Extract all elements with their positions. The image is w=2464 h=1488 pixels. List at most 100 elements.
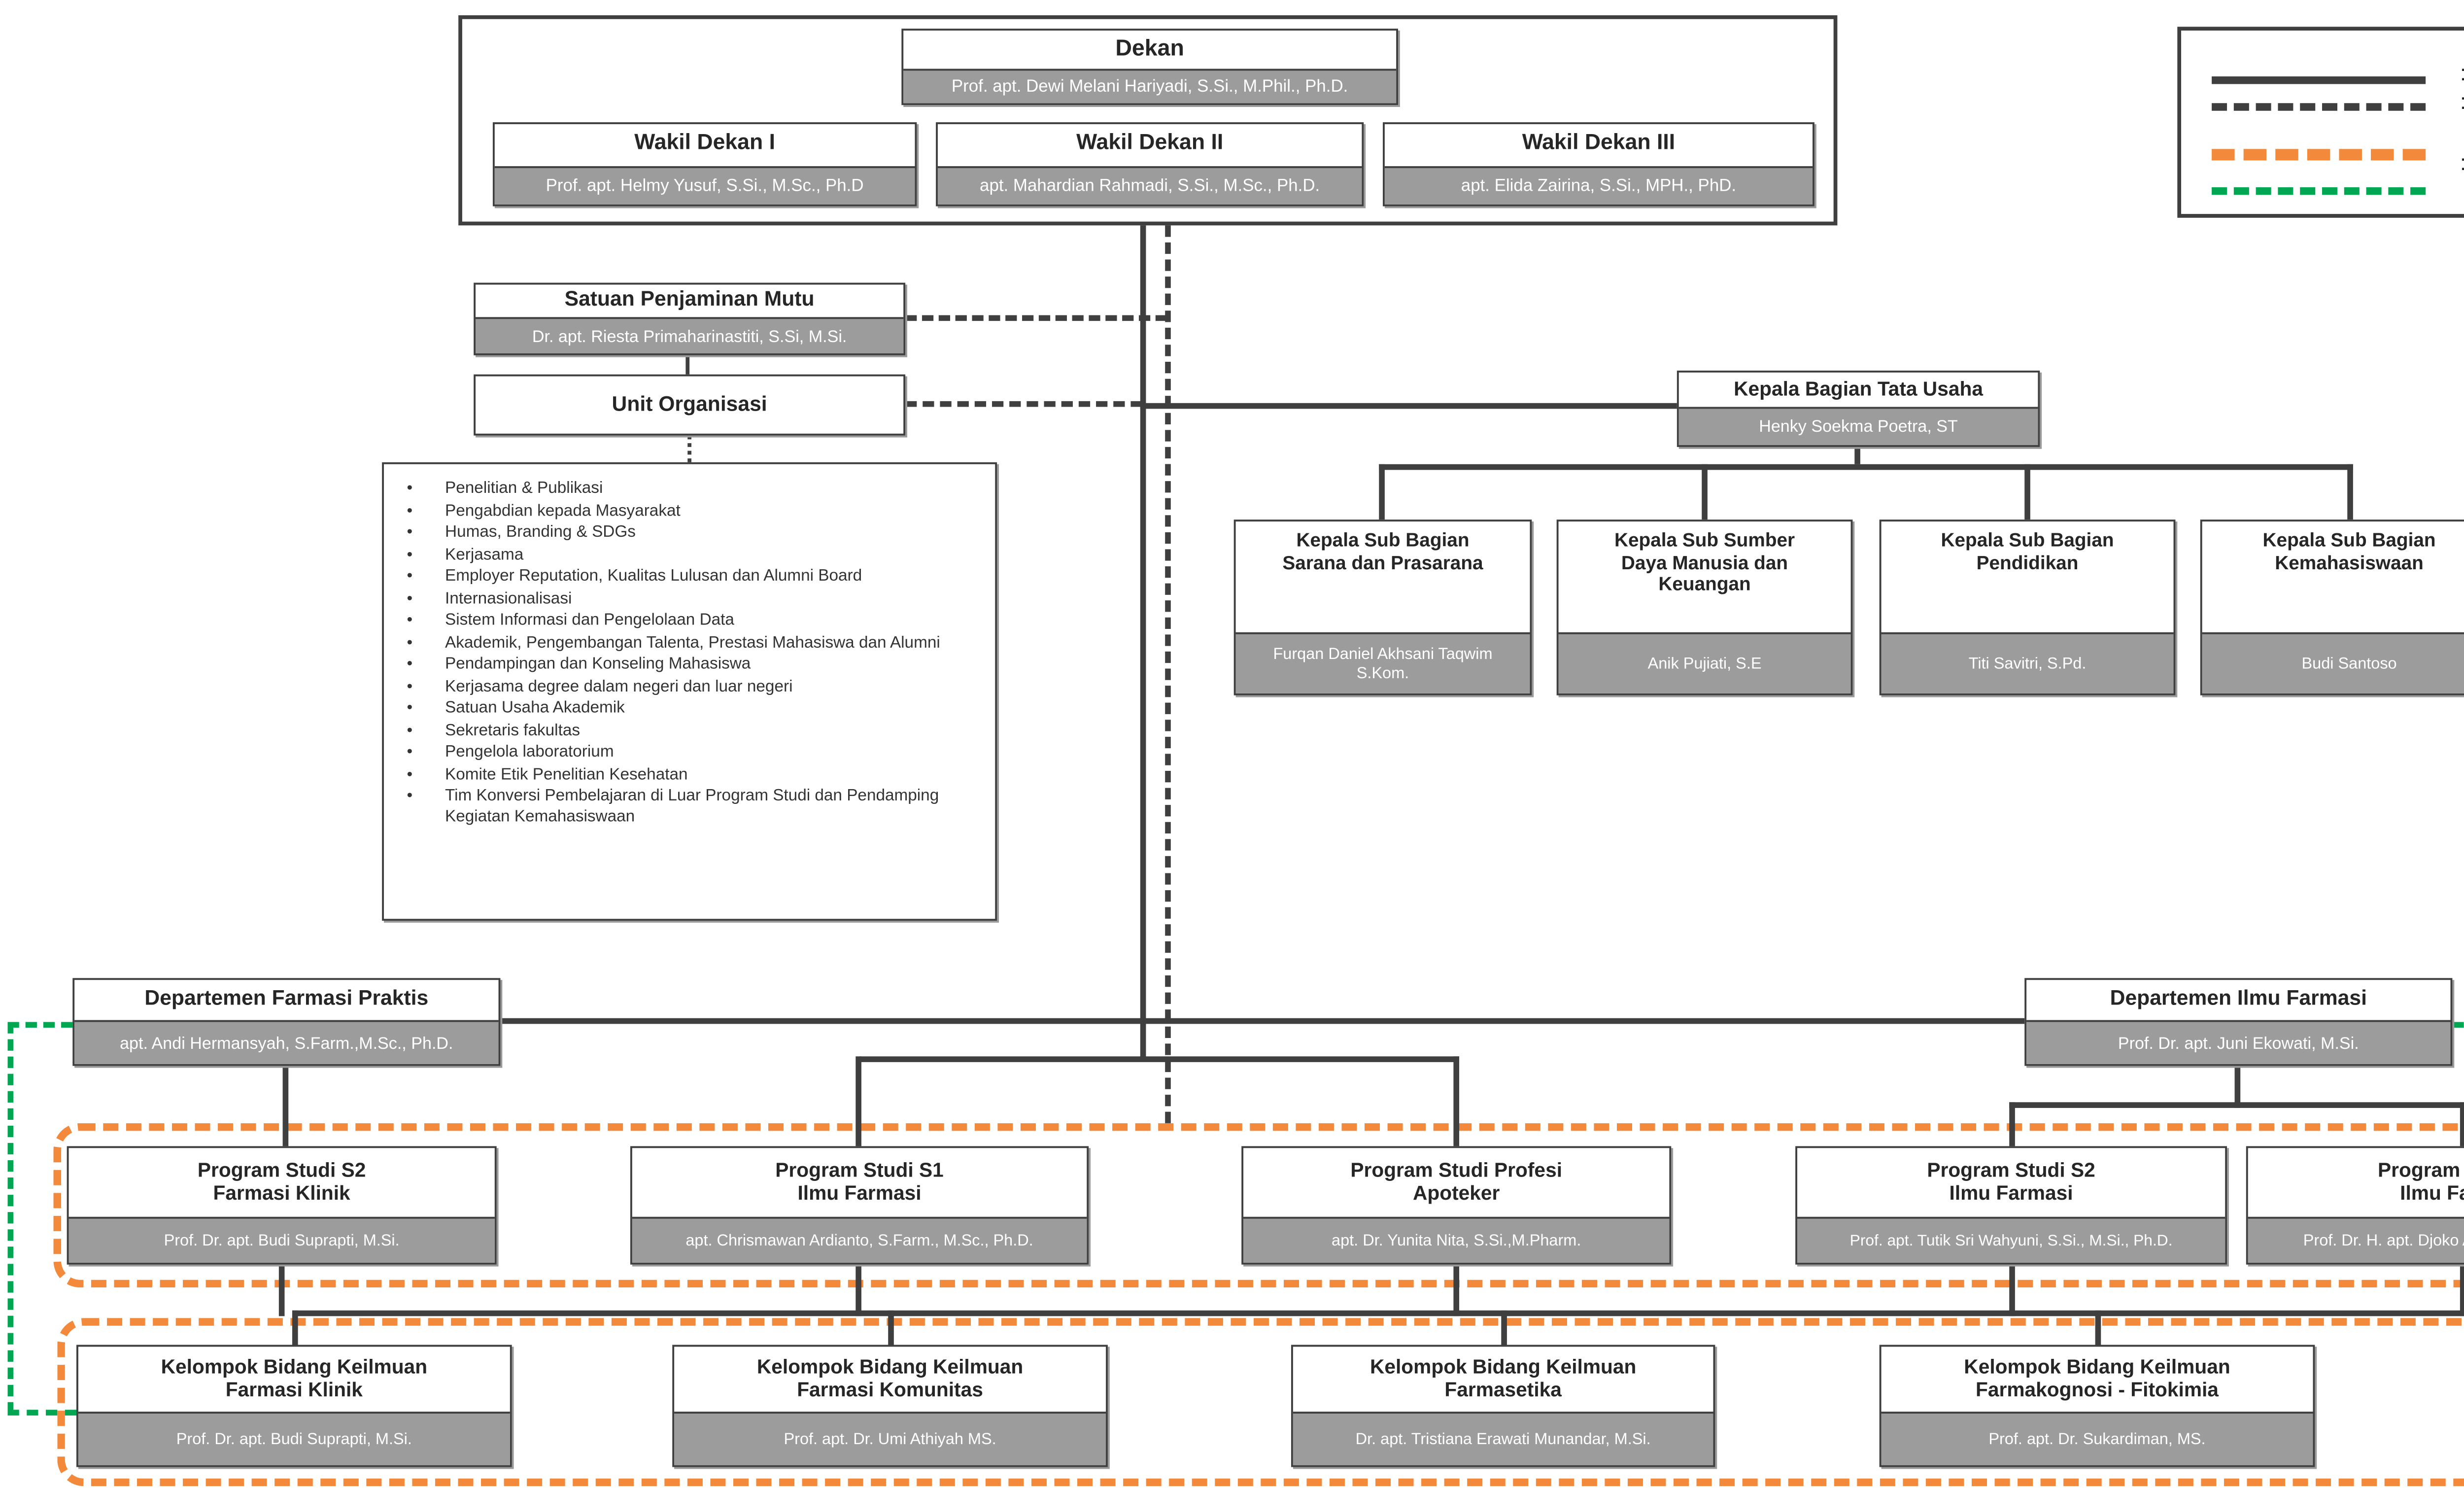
node-satuan-penjaminan-mutu: Satuan Penjaminan Mutu Dr. apt. Riesta P… xyxy=(474,282,906,355)
unit-organisasi-item: Sekretaris fakultas xyxy=(384,719,984,740)
node-sub-bagian-sarana-prasarana: Kepala Sub Bagian Sarana dan Prasarana F… xyxy=(1233,519,1532,695)
uo-list-dotted-connector xyxy=(687,435,692,462)
prodi-1-title: Program Studi S2 Farmasi Klinik xyxy=(197,1159,366,1206)
wakil-dekan-3-name: apt. Elida Zairina, S.Si., MPH., PhD. xyxy=(1384,166,1813,205)
unit-organisasi-item: Komite Etik Penelitian Kesehatan xyxy=(384,763,984,784)
connector-sub-drop-2 xyxy=(1702,464,1708,520)
unit-organisasi-list-box: Penelitian & Publikasi Pengabdian kepada… xyxy=(382,462,997,921)
connector-sub-drop-1 xyxy=(1379,464,1385,520)
node-unit-organisasi: Unit Organisasi xyxy=(474,374,906,436)
wakil-dekan-1-name: Prof. apt. Helmy Yusuf, S.Si., M.Sc., Ph… xyxy=(494,166,915,205)
green-left-vertical xyxy=(7,1022,14,1414)
node-dekan: Dekan Prof. apt. Dewi Melani Hariyadi, S… xyxy=(901,29,1399,105)
unit-organisasi-item: Sistem Informasi dan Pengelolaan Data xyxy=(384,609,984,630)
connector-main-vertical xyxy=(1140,225,1146,1061)
legend-label-instruksi: : Instruksi xyxy=(2460,63,2464,86)
kbk-1-name: Prof. Dr. apt. Budi Suprapti, M.Si. xyxy=(78,1412,510,1465)
node-kbk-farmasetika: Kelompok Bidang Keilmuan Farmasetika Dr.… xyxy=(1291,1345,1715,1467)
green-left-top-horizontal xyxy=(7,1022,73,1028)
node-kbk-farmasi-klinik: Kelompok Bidang Keilmuan Farmasi Klinik … xyxy=(76,1345,512,1467)
kbk-3-name: Dr. apt. Tristiana Erawati Munandar, M.S… xyxy=(1293,1412,1713,1465)
connector-prodi-s1-drop xyxy=(856,1056,861,1146)
legend-dashed-line-swatch xyxy=(2212,103,2426,111)
node-kbk-farmakognosi-fitokimia: Kelompok Bidang Keilmuan Farmakognosi - … xyxy=(1879,1345,2315,1467)
connector-departemen-horizontal xyxy=(500,1018,2025,1024)
sub-bagian-4-name: Budi Santoso xyxy=(2202,632,2464,693)
connector-sub-drop-4 xyxy=(2347,464,2353,520)
connector-dept2-stem xyxy=(2234,1066,2241,1108)
tata-usaha-title: Kepala Bagian Tata Usaha xyxy=(1734,378,1984,401)
connector-sub-rail xyxy=(1379,464,2353,470)
node-wakil-dekan-1: Wakil Dekan I Prof. apt. Helmy Yusuf, S.… xyxy=(492,122,917,207)
legend-box: : Instruksi : Koordinasi : Koordinasi da… xyxy=(2177,27,2464,218)
prodi-2-name: apt. Chrismawan Ardianto, S.Farm., M.Sc.… xyxy=(632,1216,1087,1263)
kbk-2-title: Kelompok Bidang Keilmuan Farmasi Komunit… xyxy=(756,1356,1024,1402)
satuan-penjaminan-mutu-name: Dr. apt. Riesta Primaharinastiti, S.Si, … xyxy=(476,317,904,354)
connector-central-prodi-rail xyxy=(859,1056,1460,1062)
connector-tata-usaha-horizontal xyxy=(1140,403,1681,409)
dekan-title: Dekan xyxy=(1115,35,1184,62)
koordinasi-uo-dashed xyxy=(905,401,1142,407)
legend-orange-dotted-swatch xyxy=(2212,149,2426,161)
unit-organisasi-item: Pengabdian kepada Masyarakat xyxy=(384,499,984,520)
unit-organisasi-item: Kerjasama xyxy=(384,544,984,565)
connector-prodi-s2if-drop xyxy=(2009,1102,2015,1146)
sub-bagian-1-title: Kepala Sub Bagian Sarana dan Prasarana xyxy=(1282,531,1483,574)
unit-organisasi-item: Pendampingan dan Konseling Mahasiswa xyxy=(384,653,984,674)
connector-kbk3-drop xyxy=(1501,1310,1507,1345)
node-wakil-dekan-2: Wakil Dekan II apt. Mahardian Rahmadi, S… xyxy=(936,122,1364,207)
connector-tata-usaha-drop xyxy=(1854,447,1860,464)
unit-organisasi-item: Internasionalisasi xyxy=(384,588,984,609)
connector-prodi2-riser xyxy=(856,1264,861,1316)
sub-bagian-1-name: Furqan Daniel Akhsani Taqwim S.Kom. xyxy=(1235,632,1530,693)
connector-dept2-rail xyxy=(2009,1102,2464,1108)
unit-organisasi-item: Employer Reputation, Kualitas Lulusan da… xyxy=(384,565,984,587)
dekan-name: Prof. apt. Dewi Melani Hariyadi, S.Si., … xyxy=(903,69,1397,104)
sub-bagian-3-name: Titi Savitri, S.Pd. xyxy=(1881,632,2174,693)
sub-bagian-4-title: Kepala Sub Bagian Kemahasiswaan xyxy=(2262,531,2436,574)
unit-organisasi-item: Penelitian & Publikasi xyxy=(384,478,984,499)
node-prodi-s2-farmasi-klinik: Program Studi S2 Farmasi Klinik Prof. Dr… xyxy=(67,1146,497,1265)
unit-organisasi-item: Kerjasama degree dalam negeri dan luar n… xyxy=(384,675,984,696)
koordinasi-spm-dashed xyxy=(905,315,1167,321)
connector-kbk1-drop xyxy=(292,1310,298,1345)
departemen-2-title: Departemen Ilmu Farmasi xyxy=(2110,988,2367,1011)
prodi-5-title: Program Studi S3 Ilmu Farmasi xyxy=(2378,1159,2464,1206)
connector-kbk4-drop xyxy=(2095,1310,2101,1345)
prodi-4-name: Prof. apt. Tutik Sri Wahyuni, S.Si., M.S… xyxy=(1797,1216,2225,1263)
unit-organisasi-item: Tim Konversi Pembelajaran di Luar Progra… xyxy=(384,785,984,827)
connector-spm-uo xyxy=(685,355,690,375)
sub-bagian-3-title: Kepala Sub Bagian Pendidikan xyxy=(1941,531,2114,574)
node-prodi-s3-ilmu-farmasi: Program Studi S3 Ilmu Farmasi Prof. Dr. … xyxy=(2246,1146,2464,1265)
connector-kbk2-drop xyxy=(888,1310,894,1345)
wakil-dekan-2-title: Wakil Dekan II xyxy=(1076,132,1224,156)
departemen-2-name: Prof. Dr. apt. Juni Ekowati, M.Si. xyxy=(2026,1020,2451,1064)
koordinasi-frame-program-studi xyxy=(53,1123,2464,1288)
unit-organisasi-item: Humas, Branding & SDGs xyxy=(384,521,984,543)
node-prodi-profesi-apoteker: Program Studi Profesi Apoteker apt. Dr. … xyxy=(1241,1146,1672,1265)
satuan-penjaminan-mutu-title: Satuan Penjaminan Mutu xyxy=(564,288,815,312)
tata-usaha-name: Henky Soekma Poetra, ST xyxy=(1678,407,2038,446)
node-prodi-s2-ilmu-farmasi: Program Studi S2 Ilmu Farmasi Prof. apt.… xyxy=(1795,1146,2227,1265)
prodi-5-name: Prof. Dr. H. apt. Djoko Agus Purwanto., … xyxy=(2248,1216,2464,1263)
wakil-dekan-1-title: Wakil Dekan I xyxy=(634,132,775,156)
connector-prodi1-riser xyxy=(278,1264,285,1316)
prodi-4-title: Program Studi S2 Ilmu Farmasi xyxy=(1927,1159,2095,1206)
node-kbk-farmasi-komunitas: Kelompok Bidang Keilmuan Farmasi Komunit… xyxy=(672,1345,1108,1467)
prodi-1-name: Prof. Dr. apt. Budi Suprapti, M.Si. xyxy=(68,1216,495,1263)
wakil-dekan-2-name: apt. Mahardian Rahmadi, S.Si., M.Sc., Ph… xyxy=(937,166,1362,205)
koordinasi-frame-kelompok xyxy=(57,1318,2464,1487)
connector-sub-drop-3 xyxy=(2024,464,2030,520)
node-sub-sdm-keuangan: Kepala Sub Sumber Daya Manusia dan Keuan… xyxy=(1556,519,1853,695)
koordinasi-main-vertical-dashed xyxy=(1165,225,1171,1123)
kbk-2-name: Prof. apt. Dr. Umi Athiyah MS. xyxy=(674,1412,1106,1465)
legend-label-koordinasi-satu-tingkat: : Koordinasi dalam satu tingkat xyxy=(2460,153,2464,176)
connector-dept1-drop xyxy=(282,1066,289,1146)
kbk-4-name: Prof. apt. Dr. Sukardiman, MS. xyxy=(1881,1412,2313,1465)
unit-organisasi-title: Unit Organisasi xyxy=(612,393,767,416)
unit-organisasi-item: Satuan Usaha Akademik xyxy=(384,697,984,719)
departemen-1-name: apt. Andi Hermansyah, S.Farm.,M.Sc., Ph.… xyxy=(74,1020,499,1064)
node-sub-bagian-kemahasiswaan: Kepala Sub Bagian Kemahasiswaan Budi San… xyxy=(2200,519,2464,695)
legend-solid-line-swatch xyxy=(2212,76,2426,84)
